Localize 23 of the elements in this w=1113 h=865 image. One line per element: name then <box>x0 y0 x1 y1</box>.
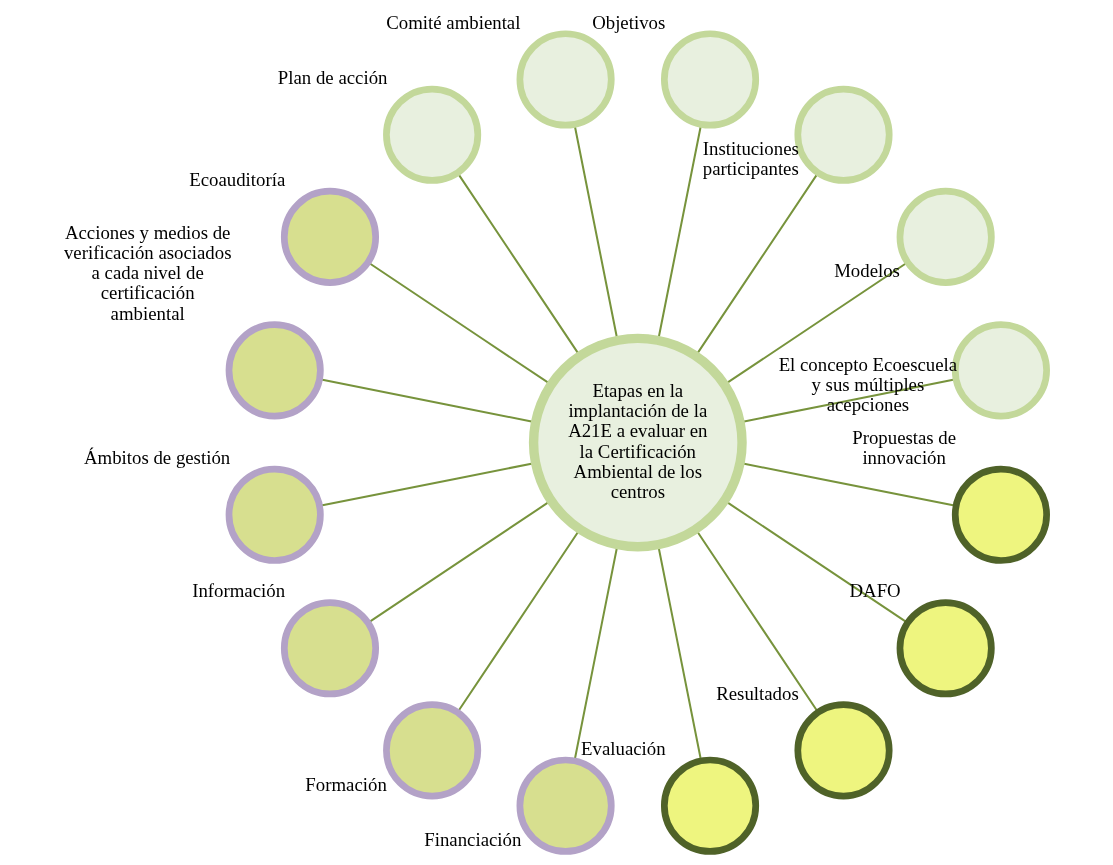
node-label: Evaluación <box>581 737 666 759</box>
node-label: Comité ambiental <box>386 11 521 33</box>
node-label: Ámbitos de gestión <box>83 447 231 469</box>
node-circle <box>280 187 380 286</box>
node-label: Plan de acción <box>277 66 388 88</box>
node-circle <box>225 321 324 420</box>
node-label: Formación <box>305 774 387 795</box>
node-circle <box>383 85 482 184</box>
node-label: Propuestas de innovación <box>852 426 957 469</box>
node-label: Resultados <box>716 682 799 704</box>
node-label: El concepto Ecoescuela y sus múltiples acepciones <box>778 353 958 415</box>
node-circle <box>794 701 893 800</box>
node-label: Financiación <box>424 829 522 851</box>
node-label: Instituciones participantes <box>702 138 799 180</box>
node-circle <box>661 756 760 855</box>
node-circle <box>896 599 995 698</box>
node-label: Objetivos <box>592 11 666 33</box>
node-circle: Etapas en la implantación de la A21E a evaluar en la Certificación Ambiental de los centros <box>528 333 747 552</box>
node-circle <box>951 465 1050 564</box>
node-label: Acciones y medios de verificación asociados a cada nivel de certificación ambiental <box>63 221 232 324</box>
node-circle <box>280 599 380 698</box>
node-label: Ecoauditoría <box>189 169 286 191</box>
node-label: Información <box>192 580 286 602</box>
